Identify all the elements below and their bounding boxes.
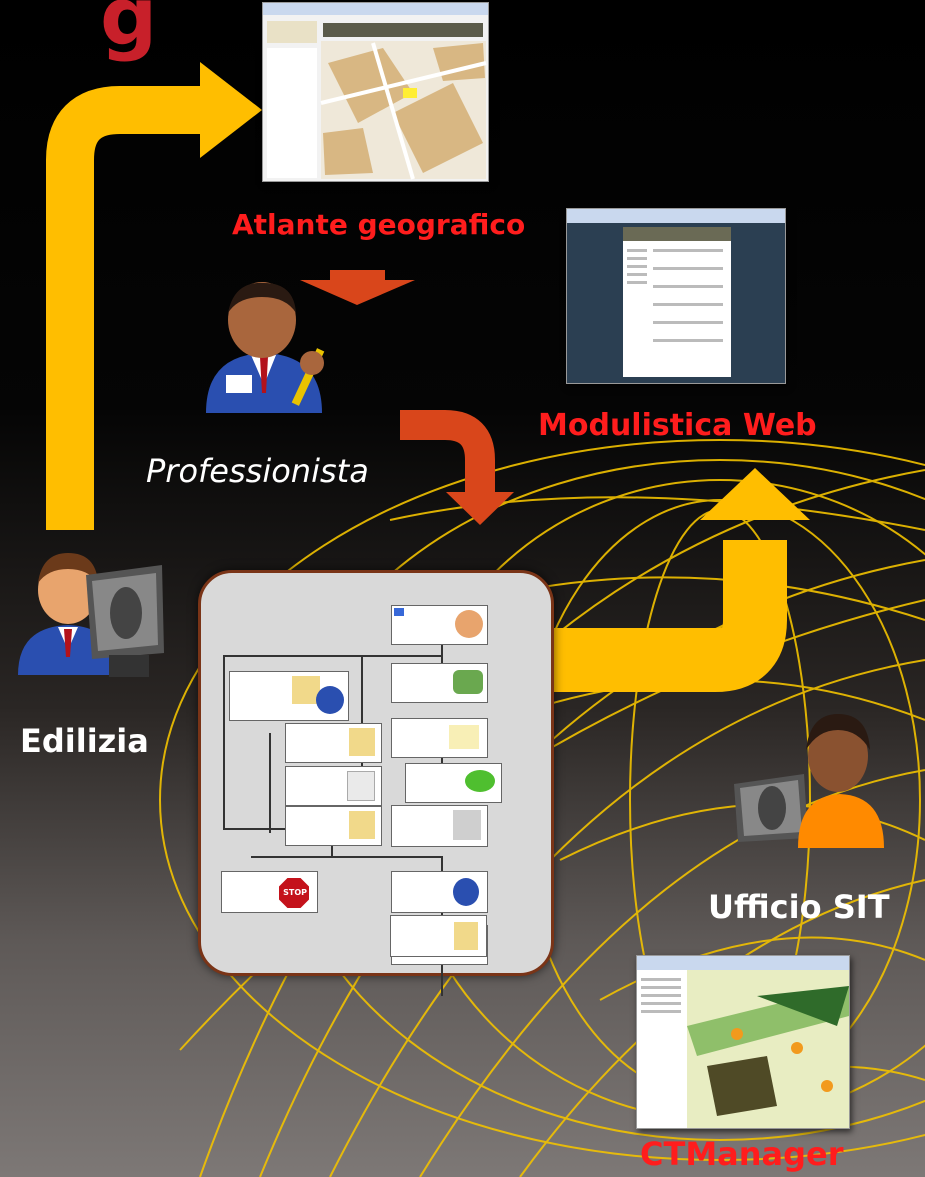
workflow-diagram: STOP: [198, 570, 554, 996]
flow-node-7: [405, 763, 502, 803]
web-form-screenshot-icon: [566, 208, 786, 384]
modulistica-label: Modulistica Web: [538, 408, 817, 443]
stop-sign-text: STOP: [283, 888, 307, 897]
flow-node-stop: STOP: [221, 871, 318, 913]
professionista-label: Professionista: [146, 452, 369, 490]
edilizia-label: Edilizia: [20, 722, 149, 760]
professional-person-icon: [206, 282, 325, 413]
cropped-title-glyph: g: [100, 0, 158, 63]
ctmanager-screenshot-icon: [636, 955, 850, 1129]
flow-node-start: [391, 605, 488, 645]
flow-node-3: [229, 671, 349, 721]
flow-node-6: [285, 766, 382, 806]
flow-node-9: [391, 805, 488, 847]
flow-node-8: [285, 806, 382, 846]
edilizia-operator-icon: [18, 553, 164, 677]
ufficio-sit-label: Ufficio SIT: [708, 888, 890, 926]
ctmanager-label: CTManager: [640, 1135, 844, 1173]
flow-node-4: [285, 723, 382, 763]
flow-node-final: [390, 915, 487, 957]
flow-node-2: [391, 663, 488, 703]
map-screenshot-icon: [262, 2, 489, 182]
flow-node-10: [391, 871, 488, 913]
sit-operator-icon: [734, 714, 884, 848]
flow-node-5: [391, 718, 488, 758]
atlante-label: Atlante geografico: [232, 208, 526, 241]
stop-sign-icon: [277, 876, 311, 910]
